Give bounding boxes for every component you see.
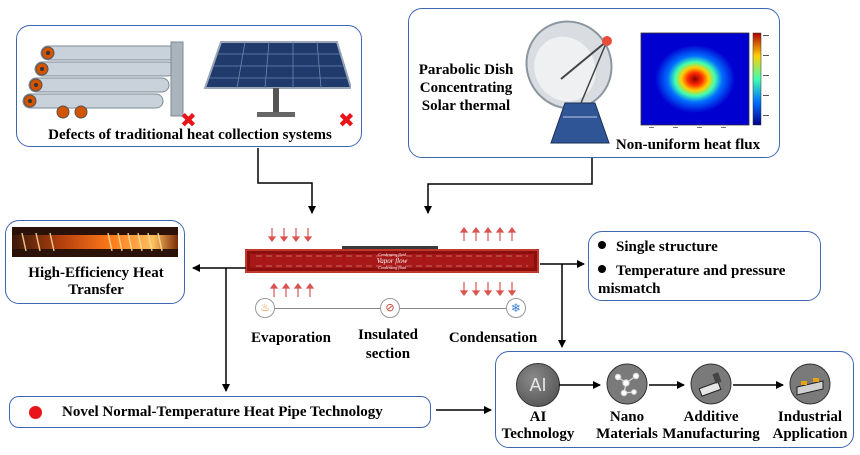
tech-label-nano: Nano Materials: [596, 409, 658, 442]
heat-output-arrows-bottom: [459, 282, 517, 296]
dish-title: Parabolic Dish Concentrating Solar therm…: [418, 62, 514, 114]
heated-coil-image: [12, 227, 178, 257]
heat-icon: ♨: [255, 298, 275, 318]
defect-mark-icon: ✖: [180, 108, 197, 132]
traditional-panel: ✖ ✖ Defects of traditional heat collecti…: [16, 25, 362, 147]
novel-technology-label: Novel Normal-Temperature Heat Pipe Techn…: [62, 404, 383, 420]
pipe-label-top: Condensing fluid: [378, 252, 406, 257]
bullet-icon: [598, 265, 606, 273]
pipe-label-bottom: Condensing fluid: [378, 265, 406, 270]
high-efficiency-panel: High-Efficiency Heat Transfer: [5, 220, 185, 304]
bullet-icon: [598, 241, 606, 249]
heat-input-arrows-top: [267, 228, 313, 242]
solar-tube-collector-image: [22, 41, 184, 119]
tech-label-ai: AI Technology: [501, 409, 575, 442]
section-label-condensation: Condensation: [448, 330, 538, 346]
heat-flux-map: [629, 23, 775, 135]
pipe-label-center: Vapor flow: [376, 257, 408, 265]
arrow-dish-to-pipe: [424, 158, 593, 214]
defects-panel: Single structure Temperature and pressur…: [588, 231, 821, 301]
red-dot-icon: [29, 406, 42, 419]
defect-item-single-structure: Single structure: [598, 238, 718, 256]
nano-icon: [606, 363, 648, 405]
section-label-insulated: Insulated section: [357, 327, 419, 362]
arrow-traditional-to-pipe: [257, 148, 316, 214]
snowflake-icon: ❄: [506, 298, 526, 318]
technologies-panel: AI AI Technology Nano Materials Additive…: [495, 351, 854, 448]
tech-label-additive: Additive Manufacturing: [662, 409, 760, 442]
defect-item-mismatch: Temperature and pressure mismatch: [598, 263, 786, 297]
novel-technology-panel: Novel Normal-Temperature Heat Pipe Techn…: [9, 396, 431, 428]
heat-input-arrows-bottom: [269, 283, 315, 297]
section-label-evaporation: Evaporation: [250, 330, 331, 346]
defect-mark-icon: ✖: [338, 108, 355, 132]
dish-caption: Non-uniform heat flux: [615, 137, 761, 153]
printer-icon: [690, 363, 732, 405]
traditional-caption: Defects of traditional heat collection s…: [48, 127, 332, 143]
dish-panel: Parabolic Dish Concentrating Solar therm…: [408, 8, 780, 158]
pv-panel-image: [203, 41, 351, 117]
thermometer-icon: ⊘: [380, 298, 400, 318]
high-efficiency-caption: High-Efficiency Heat Transfer: [28, 265, 164, 298]
industry-icon: [789, 363, 831, 405]
heat-pipe: [245, 227, 539, 273]
parabolic-dish-image: [525, 20, 613, 144]
heat-output-arrows-top: [459, 227, 517, 241]
tech-label-industrial: Industrial Application: [772, 409, 848, 442]
